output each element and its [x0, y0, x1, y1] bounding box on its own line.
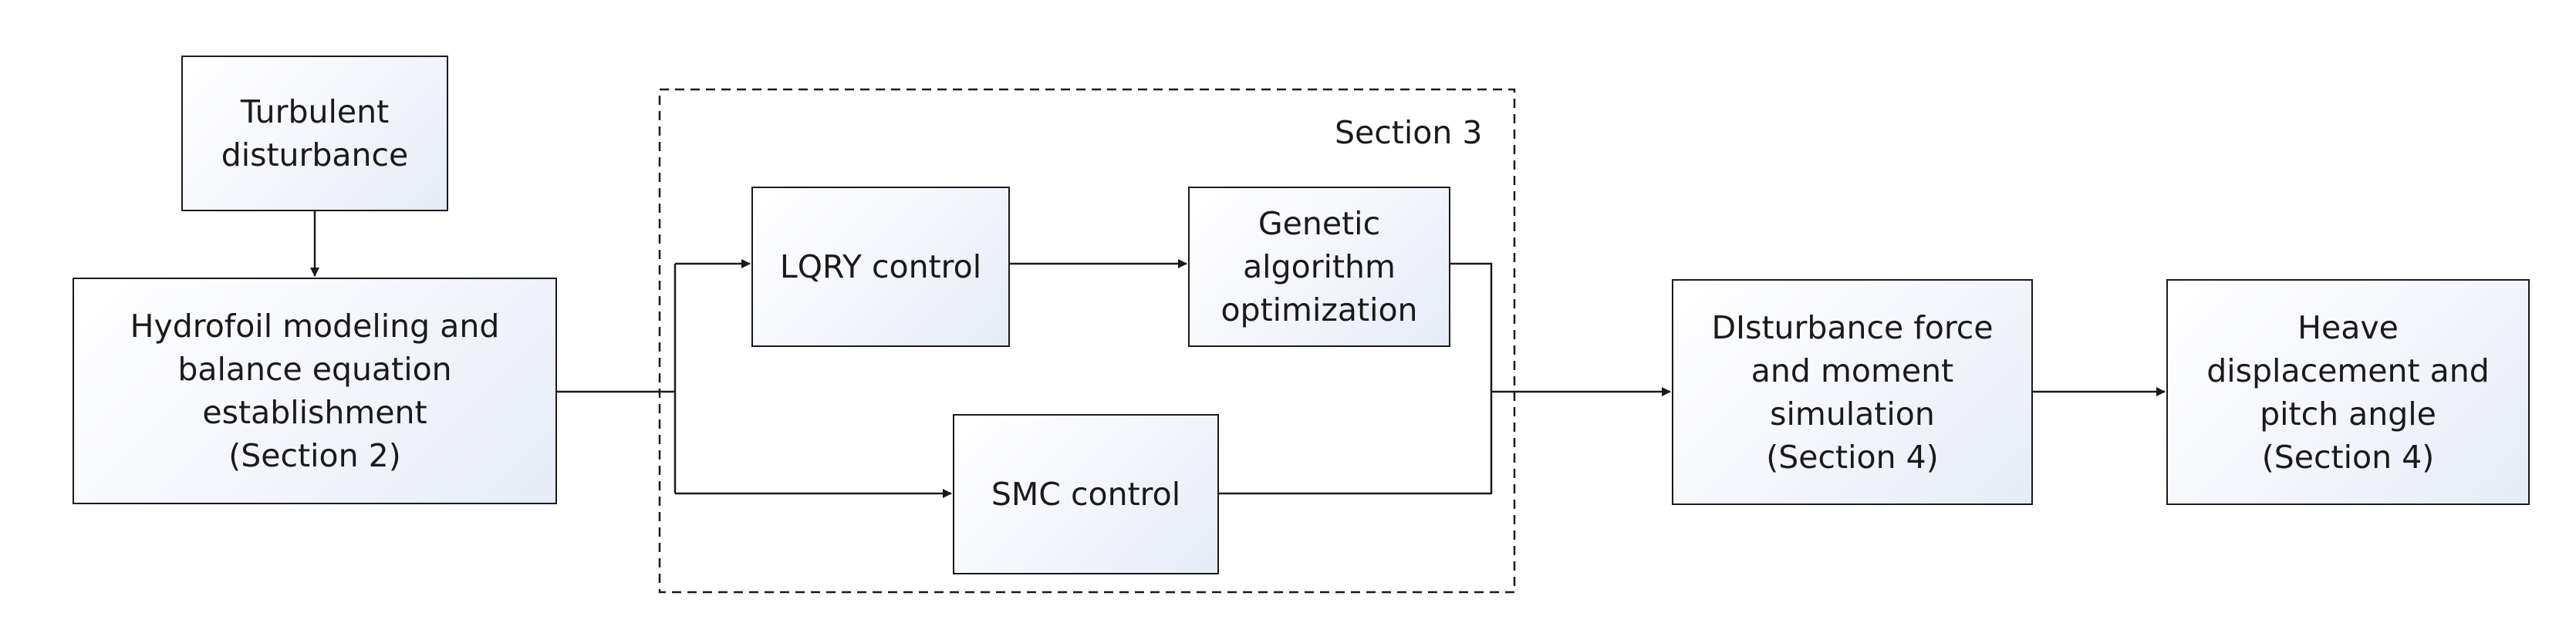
smc-control-box: SMC control [953, 414, 1219, 574]
section-3-label: Section 3 [1335, 114, 1483, 151]
connector-genetic-to-merge [1450, 262, 1493, 392]
heave-pitch-text: Heave displacement and pitch angle (Sect… [2206, 308, 2490, 476]
hydrofoil-modeling-box: Hydrofoil modeling and balance equation … [73, 278, 557, 504]
genetic-algorithm-box: Genetic algorithm optimization [1188, 187, 1450, 347]
turbulent-disturbance-text: Turbulent disturbance [221, 93, 409, 173]
disturbance-simulation-box: DIsturbance force and moment simulation … [1672, 279, 2033, 505]
turbulent-disturbance-box: Turbulent disturbance [181, 56, 448, 211]
disturbance-simulation-text: DIsturbance force and moment simulation … [1711, 308, 1994, 476]
lqry-control-box: LQRY control [751, 187, 1010, 347]
heave-pitch-box: Heave displacement and pitch angle (Sect… [2166, 279, 2530, 505]
smc-control-text: SMC control [991, 476, 1181, 513]
lqry-control-text: LQRY control [779, 248, 982, 285]
genetic-algorithm-text: Genetic algorithm optimization [1220, 205, 1418, 328]
connector-smc-to-merge [1219, 392, 1493, 495]
hydrofoil-modeling-text: Hydrofoil modeling and balance equation … [130, 308, 500, 474]
